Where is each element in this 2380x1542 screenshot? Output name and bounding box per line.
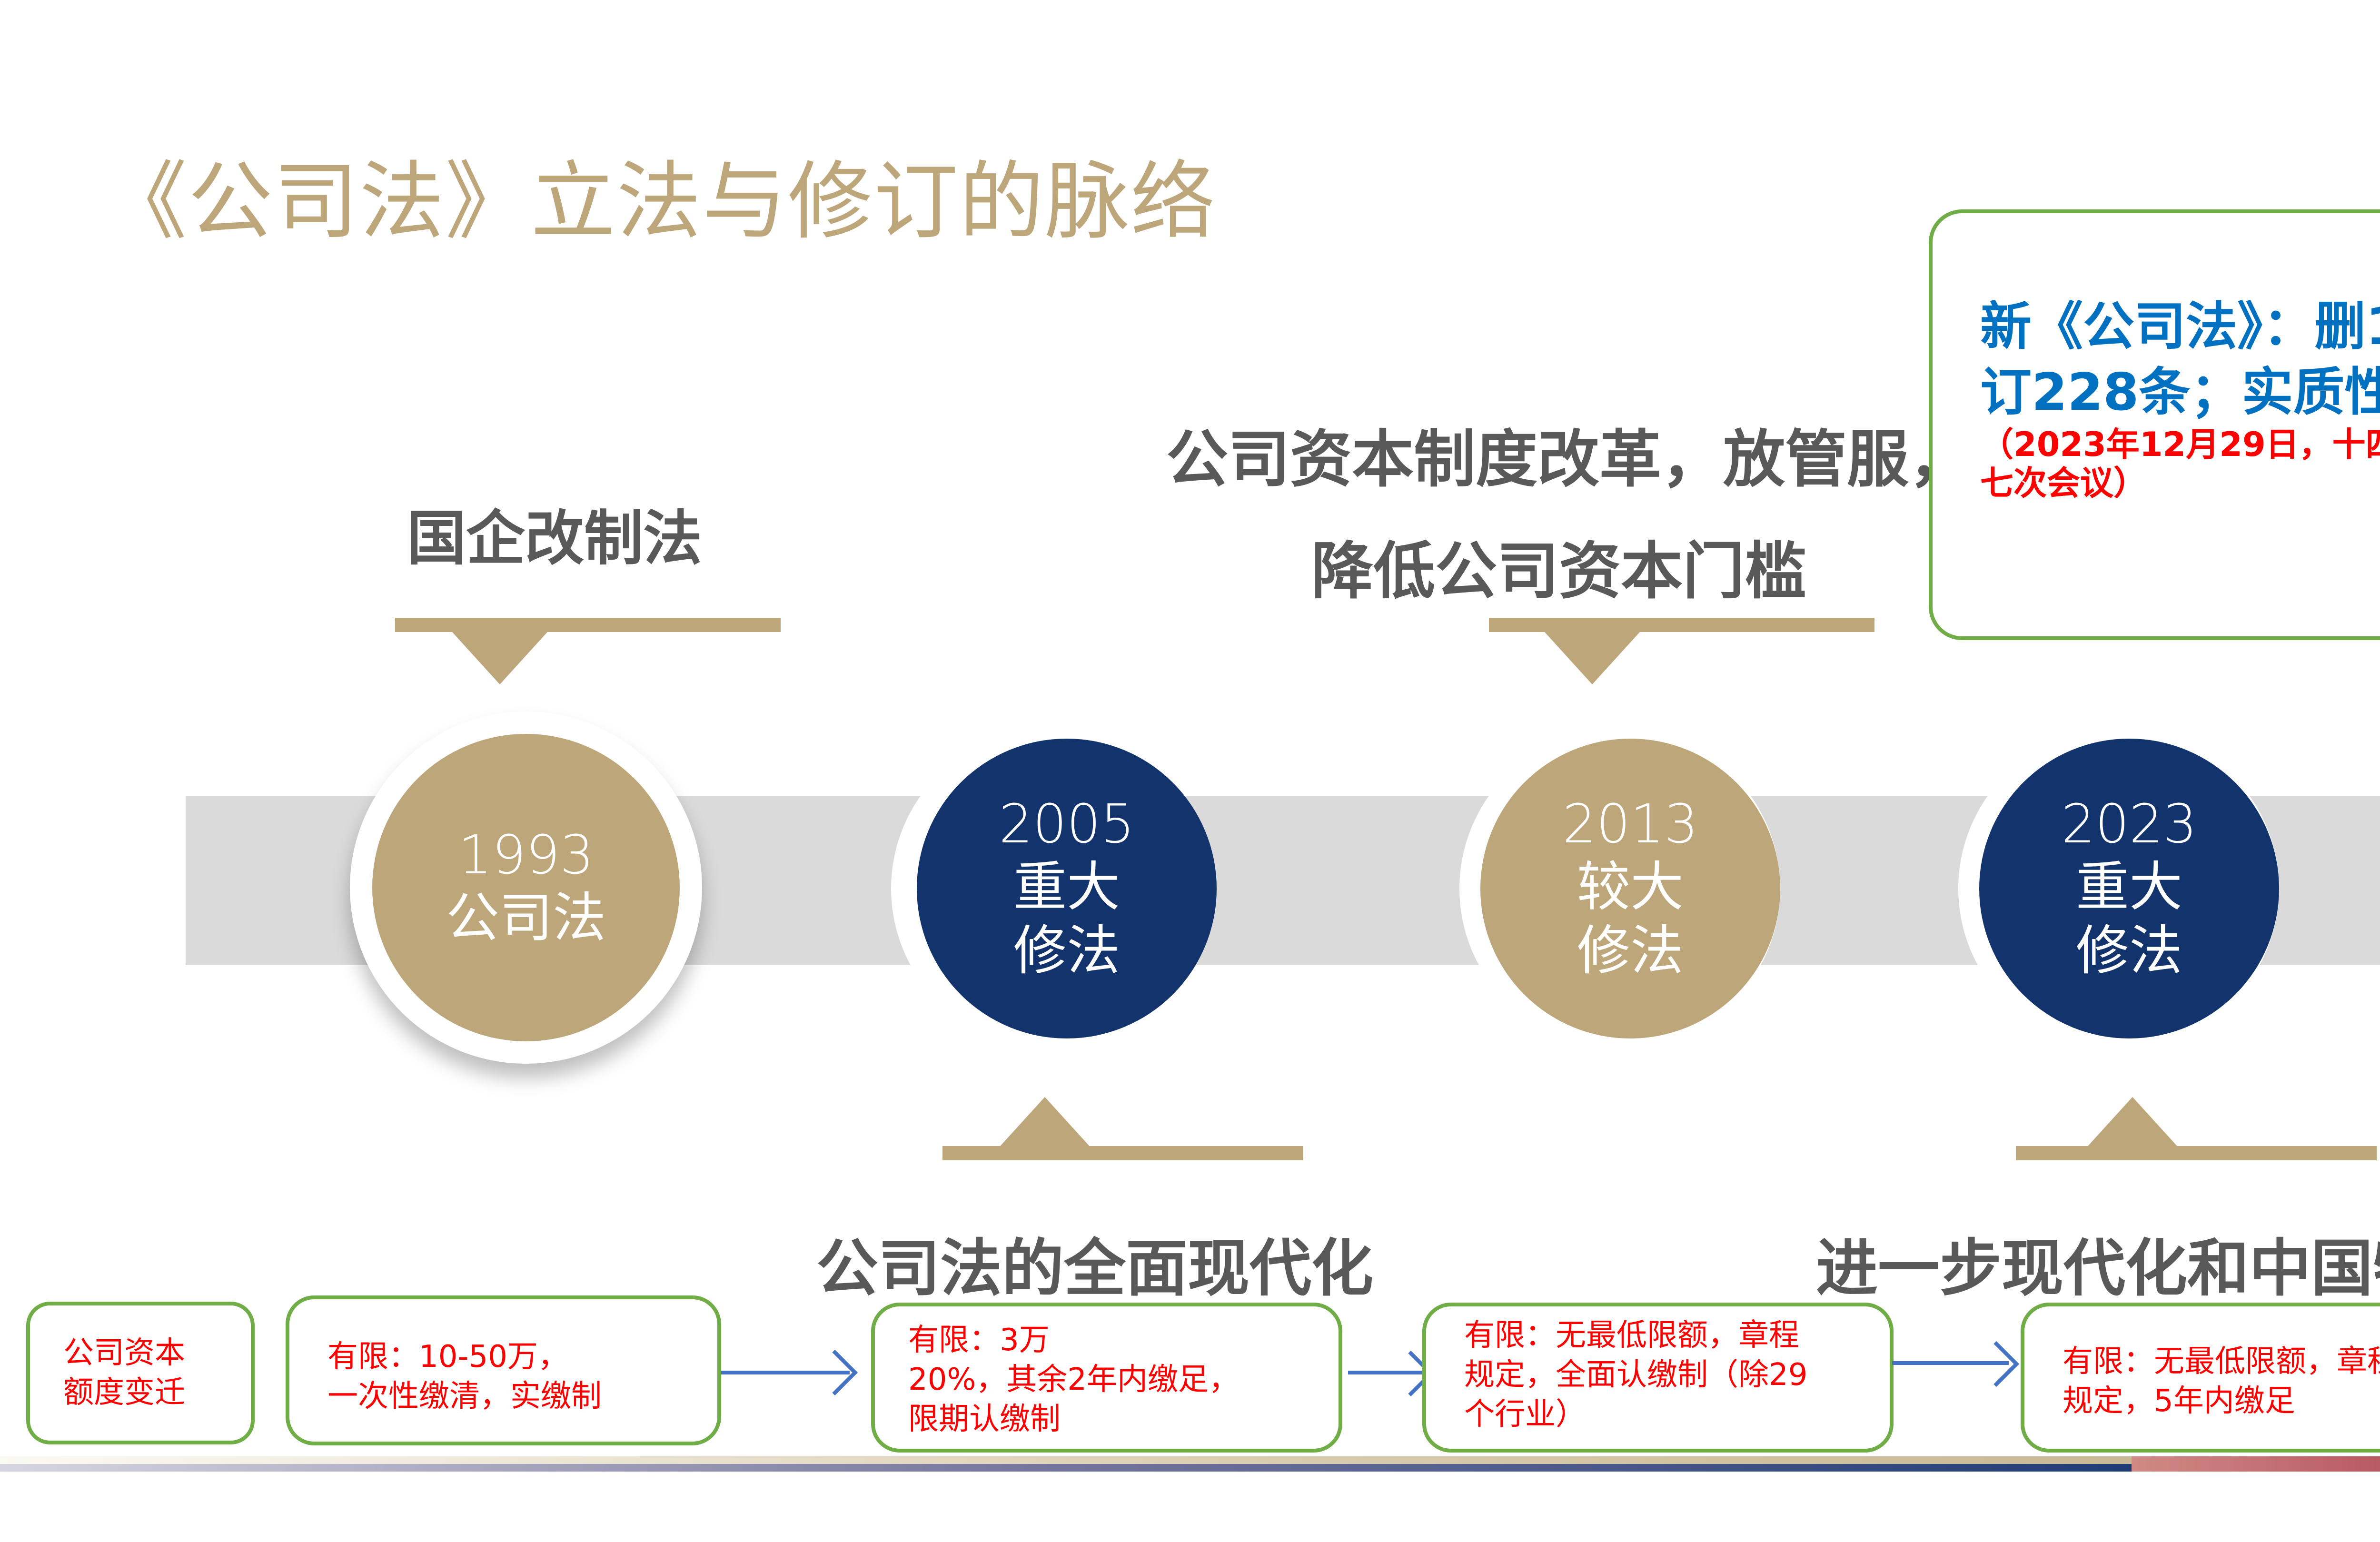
- milestone-year: 2013: [1562, 793, 1698, 856]
- summary-date-line2: 七次会议）: [1980, 463, 2147, 503]
- callout-2023: 进一步现代化和中国特色: [1816, 1232, 2380, 1305]
- milestone-label: 修法: [1013, 920, 1120, 982]
- step-line: 有限：3万: [908, 1323, 1050, 1358]
- footer-stripe-navy: [0, 1464, 2132, 1472]
- milestone-year: 2005: [999, 793, 1135, 856]
- slide-title: 《公司法》立法与修订的脉络: [102, 152, 1216, 251]
- milestone-1993[interactable]: 1993 公司法: [372, 734, 680, 1041]
- milestone-2013[interactable]: 2013 较大 修法: [1480, 739, 1780, 1038]
- milestone-label: 修法: [1577, 920, 1684, 982]
- milestone-2005[interactable]: 2005 重大 修法: [917, 739, 1217, 1038]
- capital-step-2023: 有限：无最低限额，章程 规定，5年内缴足: [2021, 1303, 2380, 1453]
- summary-date-line1: （2023年12月29日，十四届全国人大常委会: [1980, 425, 2380, 465]
- arrow-right-icon: [812, 1349, 858, 1396]
- new-law-summary-box: 新《公司法》：删16条；增、 订228条；实质性修订112条 （2023年12月…: [1929, 209, 2380, 640]
- step-line: 20%，其余2年内缴足，: [908, 1362, 1239, 1398]
- pointer-up-icon: [2085, 1097, 2180, 1149]
- capital-flow-label-box: 公司资本 额度变迁: [26, 1302, 255, 1444]
- summary-headline-line1: 新《公司法》：删16条；增、: [1980, 297, 2380, 356]
- callout-2013-bar: [1489, 618, 1874, 632]
- pointer-down-icon: [1545, 632, 1640, 684]
- pointer-down-icon: [452, 632, 547, 684]
- step-line: 规定，5年内缴足: [2063, 1384, 2295, 1419]
- milestone-year: 2023: [2061, 793, 2197, 856]
- callout-2013-line1: 公司资本制度改革，放管服，: [1166, 423, 1971, 495]
- flow-arrow-3: [1892, 1361, 2009, 1365]
- step-line: 一次性缴清，实缴制: [327, 1379, 602, 1414]
- pointer-up-icon: [997, 1097, 1092, 1149]
- footer-stripe-red: [2132, 1456, 2380, 1472]
- callout-2005-bar: [942, 1146, 1303, 1160]
- step-line: 有限：无最低限额，章程: [1464, 1318, 1799, 1353]
- milestone-year: 1993: [458, 824, 594, 887]
- step-line: 规定，全面认缴制（除29: [1464, 1357, 1808, 1393]
- step-line: 限期认缴制: [908, 1402, 1061, 1437]
- milestone-label: 修法: [2076, 920, 2182, 982]
- milestone-2023[interactable]: 2023 重大 修法: [1979, 739, 2279, 1038]
- summary-headline-line2: 订228条；实质性修订112条: [1980, 363, 2380, 423]
- step-line: 个行业）: [1464, 1397, 1586, 1433]
- callout-2005: 公司法的全面现代化: [816, 1232, 1374, 1305]
- callout-1993-bar: [395, 618, 781, 632]
- capital-step-2013: 有限：无最低限额，章程 规定，全面认缴制（除29 个行业）: [1422, 1303, 1894, 1453]
- footer-stripe-tan: [0, 1456, 2132, 1464]
- capital-flow-label-line2: 额度变迁: [63, 1375, 185, 1410]
- step-line: 有限：无最低限额，章程: [2063, 1344, 2380, 1379]
- capital-step-1993: 有限：10-50万， 一次性缴清，实缴制: [286, 1295, 721, 1445]
- arrow-right-icon: [1973, 1341, 2020, 1387]
- capital-step-2005: 有限：3万 20%，其余2年内缴足， 限期认缴制: [871, 1303, 1342, 1453]
- milestone-label: 较大: [1577, 856, 1684, 918]
- flow-arrow-2: [1348, 1371, 1424, 1374]
- callout-1993: 国企改制法: [407, 504, 703, 573]
- milestone-label: 公司法: [446, 887, 606, 949]
- flow-arrow-1: [721, 1371, 850, 1374]
- callout-2023-bar: [2016, 1146, 2377, 1160]
- capital-flow-label-line1: 公司资本: [63, 1335, 185, 1371]
- milestone-label: 重大: [2076, 856, 2182, 918]
- callout-2013-line2: 降低公司资本门槛: [1311, 535, 1807, 607]
- milestone-label: 重大: [1013, 856, 1120, 918]
- step-line: 有限：10-50万，: [327, 1339, 568, 1374]
